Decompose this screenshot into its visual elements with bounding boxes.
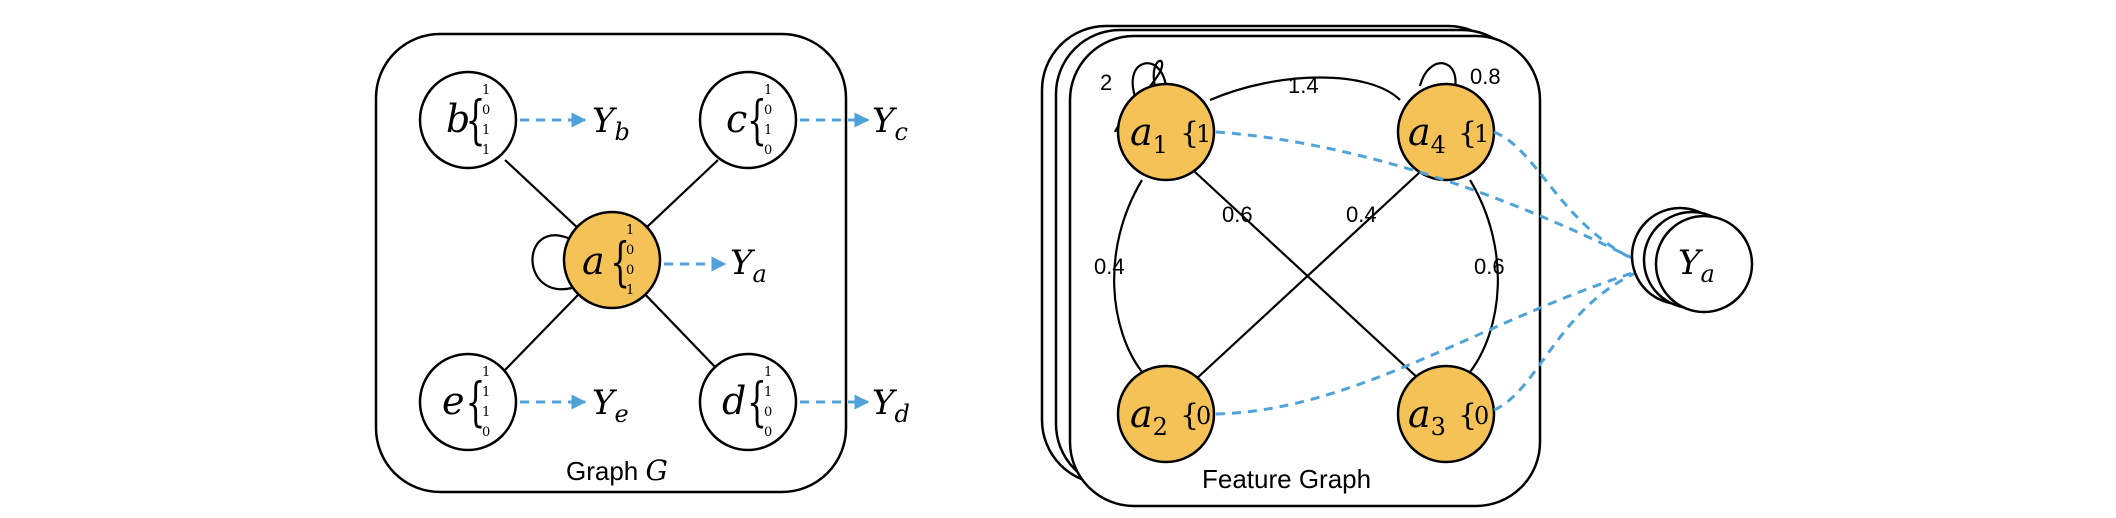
node-c-label: c — [726, 97, 747, 141]
arrow-a1-output — [1215, 130, 1650, 268]
weight-a1-a4: 1.4 — [1288, 73, 1319, 98]
node-a3-label: a3 — [1408, 392, 1446, 441]
weight-a4-self: 0.8 — [1470, 64, 1501, 89]
node-e-bit-1: 1 — [482, 385, 490, 400]
arrow-a3-output — [1493, 265, 1650, 412]
node-c-bit-3: 0 — [764, 143, 772, 158]
node-c-bit-1: 0 — [764, 103, 772, 118]
node-a4-label: a4 — [1408, 110, 1446, 159]
weight-a4-a2: 0.4 — [1346, 202, 1377, 227]
weight-a4-a3: 0.6 — [1474, 254, 1505, 279]
feature-graph-caption: Feature Graph — [1202, 464, 1371, 494]
node-a-bit-1: 0 — [626, 243, 634, 258]
node-e-bit-3: 0 — [482, 425, 490, 440]
node-a4: a4 { 1 — [1396, 82, 1496, 182]
feature-graph-panel: 2 0.8 1.4 0.4 0.6 0.6 0.4 a1 { 1 a4 { 1 … — [1040, 24, 1542, 508]
edge-a1-self-loop-b — [1131, 62, 1168, 105]
graph-g-caption: Graph G — [566, 454, 668, 487]
node-e-bit-2: 1 — [482, 405, 490, 420]
node-d-bit-2: 0 — [764, 405, 772, 420]
node-b-bit-0: 1 — [482, 83, 490, 98]
node-d-label: d — [722, 379, 746, 423]
output-label-e: Ye — [592, 383, 629, 428]
output-node-ya-front — [1654, 214, 1754, 314]
node-b-bit-1: 0 — [482, 103, 490, 118]
node-a: a { 1 0 0 1 — [562, 210, 662, 310]
arrow-a4-output — [1493, 130, 1650, 268]
output-label-c: Yc — [872, 101, 908, 146]
node-a-label: a — [582, 239, 605, 283]
node-a-bit-0: 1 — [626, 223, 634, 238]
node-d-bit-1: 1 — [764, 385, 772, 400]
node-a1-value: 1 — [1196, 120, 1211, 148]
node-c: c { 1 0 1 0 — [698, 70, 798, 170]
node-e-brace: { — [466, 373, 486, 434]
node-d-brace: { — [747, 373, 767, 434]
node-b-label: b — [446, 97, 470, 141]
node-a3-value: 0 — [1474, 402, 1489, 430]
node-a3: a3 { 0 — [1396, 364, 1496, 464]
node-c-brace: { — [747, 91, 767, 152]
edge-a1-a4 — [1209, 76, 1401, 102]
node-a2-value: 0 — [1196, 402, 1211, 430]
node-a4-brace: { — [1458, 116, 1477, 151]
output-node-ya-label: Ya — [1678, 243, 1715, 288]
node-a2-label: a2 — [1130, 392, 1168, 441]
node-c-bit-0: 1 — [764, 83, 772, 98]
output-label-d: Yd — [872, 383, 910, 428]
output-label-a: Ya — [730, 243, 767, 288]
node-d: d { 1 1 0 0 — [698, 352, 798, 452]
node-e-label: e — [442, 379, 465, 423]
node-a1: a1 { 1 — [1116, 82, 1216, 182]
node-a-bit-2: 0 — [626, 263, 634, 278]
output-node-ya: Ya — [1630, 206, 1754, 314]
edge-a4-a3 — [1469, 179, 1499, 373]
node-d-bit-0: 1 — [764, 365, 772, 380]
edge-a1-a2 — [1113, 179, 1143, 373]
node-e: e { 1 1 1 0 — [418, 352, 518, 452]
output-label-b: Yb — [592, 101, 630, 146]
node-a4-value: 1 — [1474, 120, 1489, 148]
graph-g-panel: b { 1 0 1 1 c { 1 0 1 0 a { 1 0 0 1 — [374, 32, 910, 494]
node-b-bit-3: 1 — [482, 143, 490, 158]
node-a1-brace: { — [1180, 116, 1199, 151]
node-a-bit-3: 1 — [626, 283, 634, 298]
node-a2: a2 { 0 — [1116, 364, 1216, 464]
edge-a-self-loop — [531, 234, 573, 291]
node-a1-label: a1 — [1130, 110, 1168, 159]
node-a2-brace: { — [1180, 398, 1199, 433]
node-a3-brace: { — [1458, 398, 1477, 433]
weight-a1-a2: 0.4 — [1094, 254, 1125, 279]
arrow-a2-output — [1215, 264, 1650, 416]
weight-a1-self: 2 — [1100, 70, 1112, 95]
edge-a4-a2 — [1194, 171, 1421, 381]
node-a-brace: { — [610, 233, 630, 294]
weight-a1-a3: 0.6 — [1222, 202, 1253, 227]
node-b-bit-2: 1 — [482, 123, 490, 138]
node-d-bit-3: 0 — [764, 425, 772, 440]
node-b-brace: { — [466, 91, 486, 152]
node-b: b { 1 0 1 1 — [418, 70, 518, 170]
node-c-bit-2: 1 — [764, 123, 772, 138]
node-e-bit-0: 1 — [482, 365, 490, 380]
